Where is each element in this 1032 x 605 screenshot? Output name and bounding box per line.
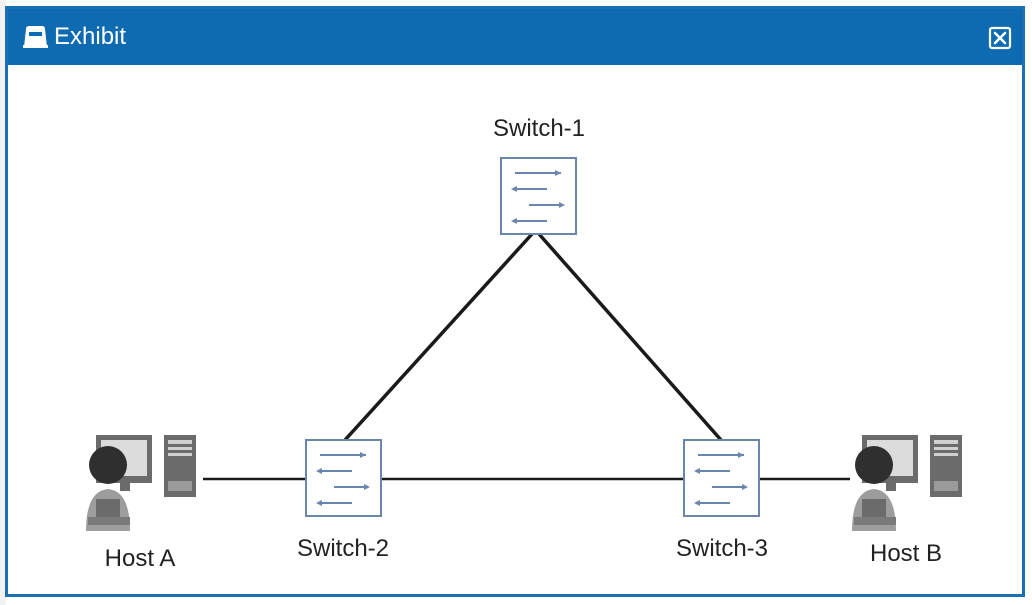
link-switch1-switch2 <box>343 232 534 442</box>
exhibit-icon <box>23 26 48 48</box>
host-a-label: Host A <box>104 545 176 572</box>
network-diagram: Switch-1 Switch-2 Switch-3 Host A Host B <box>8 65 1022 594</box>
host-a-computer-icon <box>86 435 196 531</box>
switch-2-label: Switch-2 <box>296 535 390 562</box>
switch-3-icon <box>683 439 760 517</box>
host-b-computer-icon <box>852 435 962 531</box>
switch-3-label: Switch-3 <box>675 535 769 562</box>
link-switch1-switch3 <box>537 232 723 442</box>
background-page-strip <box>0 0 6 605</box>
close-icon[interactable] <box>988 26 1012 50</box>
host-b-label: Host B <box>869 540 943 567</box>
switch-1-icon <box>500 157 577 235</box>
window-title: Exhibit <box>54 23 127 50</box>
exhibit-window: Exhibit <box>5 6 1025 597</box>
switch-1-label: Switch-1 <box>492 115 586 142</box>
title-bar: Exhibit <box>8 9 1022 65</box>
switch-2-icon <box>305 439 382 517</box>
